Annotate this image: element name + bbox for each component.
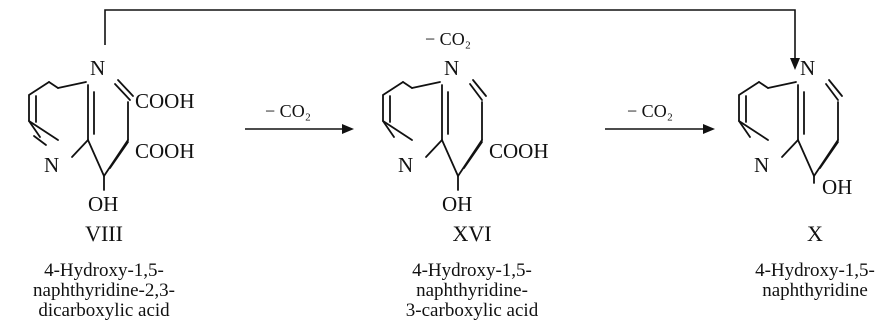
viii-compound-id: VIII: [85, 221, 123, 246]
viii-sub-cooh-top: COOH: [135, 89, 195, 113]
x-name-line-1: 4-Hydroxy-1,5-: [755, 260, 875, 281]
compound-x-structure: [738, 79, 843, 184]
top-arrow-label: − CO₂: [425, 29, 471, 49]
x-name-line-2: naphthyridine: [762, 280, 868, 301]
viii-name-line-2: naphthyridine-2,3-: [33, 280, 175, 301]
xvi-name-line-2: naphthyridine-: [416, 280, 528, 301]
reaction-arrow-2: [605, 124, 715, 134]
xvi-sub-cooh: COOH: [489, 139, 549, 163]
arrow-2-label: − CO₂: [627, 101, 673, 121]
top-bypass-arrow: − CO₂: [104, 9, 800, 70]
reaction-arrow-1: [245, 124, 354, 134]
x-atom-n-top: N: [800, 56, 815, 80]
viii-atom-n-top: N: [90, 56, 105, 80]
viii-name-line-1: 4-Hydroxy-1,5-: [44, 260, 164, 281]
xvi-name-line-3: 3-carboxylic acid: [406, 300, 539, 321]
xvi-name-line-1: 4-Hydroxy-1,5-: [412, 260, 532, 281]
arrow-1-label: − CO₂: [265, 101, 311, 121]
xvi-atom-n-top: N: [444, 56, 459, 80]
x-atom-n-bottom: N: [754, 153, 769, 177]
xvi-atom-n-bottom: N: [398, 153, 413, 177]
viii-sub-cooh-bottom: COOH: [135, 139, 195, 163]
compound-xvi-structure: [382, 79, 487, 191]
xvi-compound-id: XVI: [452, 221, 491, 246]
x-sub-oh: OH: [822, 175, 852, 199]
xvi-sub-oh: OH: [442, 192, 472, 216]
viii-sub-oh: OH: [88, 192, 118, 216]
viii-name-line-3: dicarboxylic acid: [38, 300, 170, 321]
viii-atom-n-bottom: N: [44, 153, 59, 177]
compound-viii-structure: [28, 79, 134, 191]
x-compound-id: X: [807, 221, 823, 246]
